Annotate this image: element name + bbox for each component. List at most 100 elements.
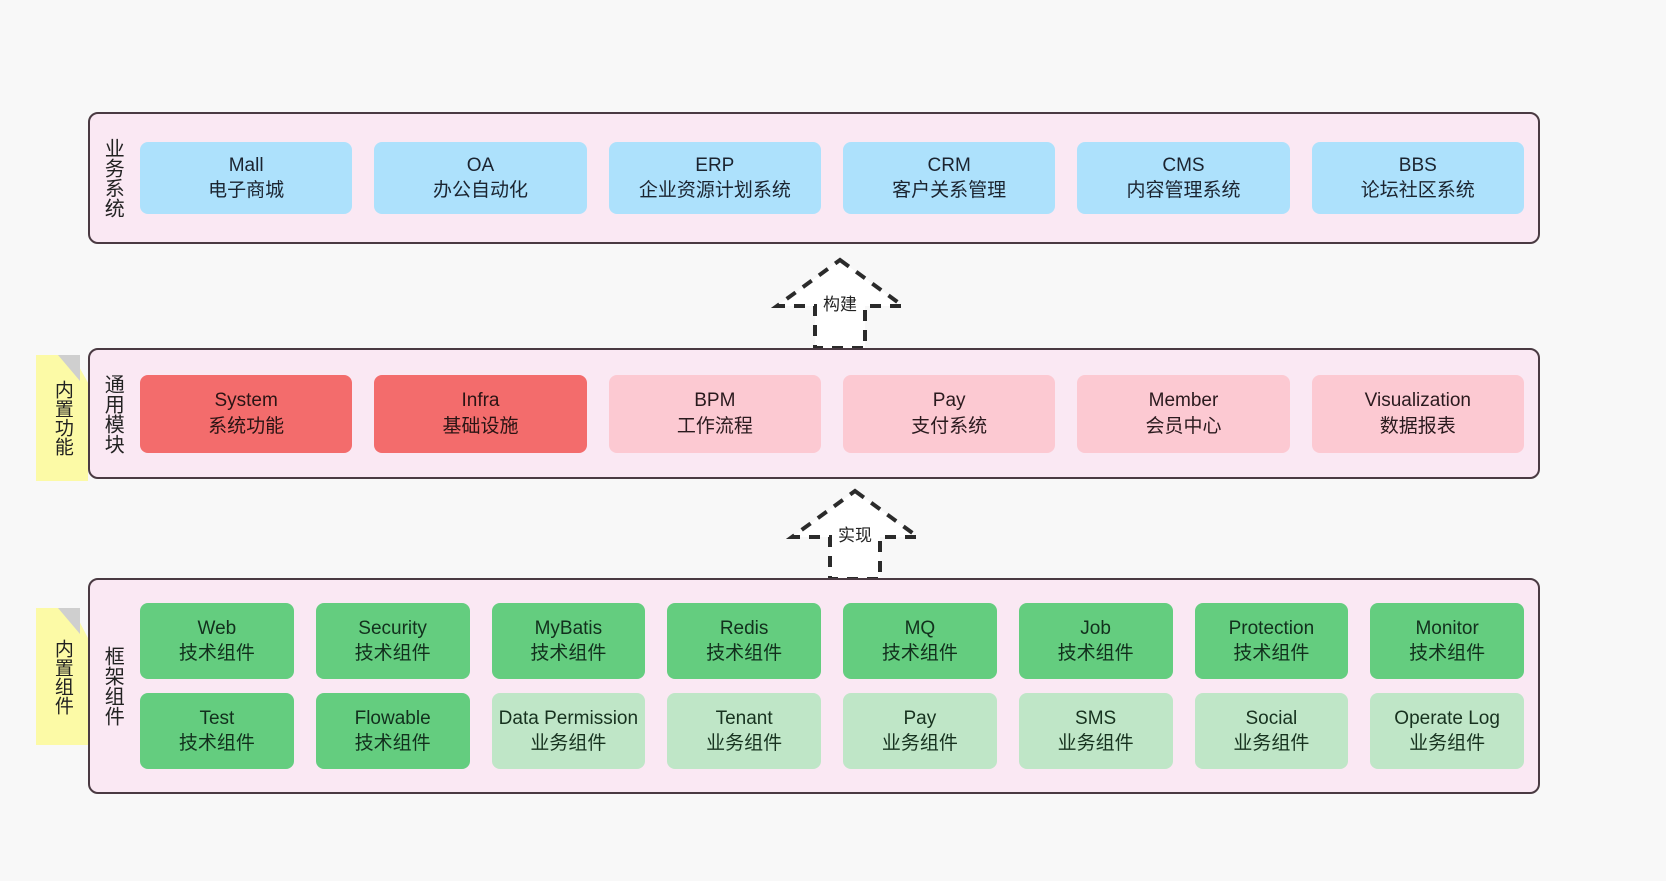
arrow-up-dashed-icon [785, 488, 925, 581]
node-subtitle: 技术组件 [706, 643, 783, 664]
layer-label-framework-components: 框架组件 [101, 646, 124, 726]
node-mq[interactable]: MQ 技术组件 [843, 603, 997, 679]
layer-body-common-modules: System 系统功能 Infra 基础设施 BPM 工作流程 Pay 支付系统… [134, 350, 1538, 477]
node-title: MQ [904, 617, 936, 639]
node-title: Infra [461, 390, 500, 412]
node-subtitle: 论坛社区系统 [1360, 180, 1475, 201]
layer-body-business-system: Mall 电子商城 OA 办公自动化 ERP 企业资源计划系统 CRM 客户关系… [134, 114, 1538, 242]
node-subtitle: 业务组件 [530, 733, 607, 754]
node-mybatis[interactable]: MyBatis 技术组件 [491, 603, 646, 679]
node-subtitle: 技术组件 [1057, 643, 1134, 664]
note-fold-corner-icon [58, 355, 80, 381]
note-text: 内置功能 [51, 380, 73, 456]
node-bbs[interactable]: BBS 论坛社区系统 [1311, 142, 1524, 214]
node-infra[interactable]: Infra 基础设施 [374, 374, 587, 453]
node-crm[interactable]: CRM 客户关系管理 [842, 142, 1056, 214]
node-subtitle: 业务组件 [1233, 733, 1310, 754]
note-text: 内置组件 [51, 638, 73, 715]
node-subtitle: 数据报表 [1379, 415, 1456, 437]
layer-framework-components: 框架组件 Web 技术组件 Security 技术组件 MyBatis 技术组件… [88, 578, 1540, 794]
node-subtitle: 技术组件 [178, 733, 255, 754]
node-subtitle: 工作流程 [676, 415, 753, 437]
node-title: Protection [1228, 617, 1315, 639]
arrow-up-dashed-icon [770, 257, 910, 350]
node-cms[interactable]: CMS 内容管理系统 [1077, 142, 1290, 214]
node-pay[interactable]: Pay 支付系统 [842, 374, 1056, 453]
node-flowable[interactable]: Flowable 技术组件 [315, 693, 470, 769]
node-subtitle: 技术组件 [354, 643, 431, 664]
node-subtitle: 客户关系管理 [892, 180, 1007, 201]
node-title: BBS [1398, 154, 1437, 176]
node-row: System 系统功能 Infra 基础设施 BPM 工作流程 Pay 支付系统… [140, 374, 1524, 453]
node-subtitle: 业务组件 [1409, 733, 1486, 754]
node-title: OA [466, 154, 495, 176]
node-title: Operate Log [1394, 707, 1500, 729]
connector-build: 构建 [755, 254, 925, 354]
node-oa[interactable]: OA 办公自动化 [374, 142, 587, 214]
node-web[interactable]: Web 技术组件 [140, 603, 294, 679]
node-row: Test 技术组件 Flowable 技术组件 Data Permission … [140, 693, 1524, 769]
node-data-permission[interactable]: Data Permission 业务组件 [491, 693, 646, 769]
node-title: ERP [695, 154, 735, 176]
layer-business-system: 业务系统 Mall 电子商城 OA 办公自动化 ERP 企业资源计划系统 CRM… [88, 112, 1540, 244]
node-subtitle: 业务组件 [881, 733, 958, 754]
node-monitor[interactable]: Monitor 技术组件 [1370, 603, 1524, 679]
layer-label-business-system: 业务系统 [101, 138, 124, 218]
node-security[interactable]: Security 技术组件 [315, 603, 470, 679]
node-title: Monitor [1415, 617, 1479, 639]
node-title: MyBatis [534, 617, 603, 639]
node-title: CRM [927, 154, 971, 176]
node-pay-business[interactable]: Pay 业务组件 [843, 693, 997, 769]
node-sms[interactable]: SMS 业务组件 [1018, 693, 1173, 769]
node-subtitle: 系统功能 [208, 415, 285, 437]
node-subtitle: 业务组件 [1057, 733, 1134, 754]
node-title: Pay [932, 390, 966, 412]
node-bpm[interactable]: BPM 工作流程 [608, 374, 821, 453]
node-member[interactable]: Member 会员中心 [1077, 374, 1290, 453]
node-title: Job [1080, 617, 1111, 639]
node-title: Data Permission [498, 707, 639, 729]
node-title: Test [199, 707, 235, 729]
connector-implement: 实现 [770, 485, 940, 585]
node-job[interactable]: Job 技术组件 [1018, 603, 1173, 679]
node-subtitle: 技术组件 [1409, 643, 1486, 664]
node-subtitle: 技术组件 [1233, 643, 1310, 664]
node-erp[interactable]: ERP 企业资源计划系统 [608, 142, 821, 214]
node-operate-log[interactable]: Operate Log 业务组件 [1370, 693, 1524, 769]
node-title: CMS [1162, 154, 1205, 176]
node-subtitle: 业务组件 [706, 733, 783, 754]
node-title: Pay [903, 707, 937, 729]
node-subtitle: 技术组件 [178, 643, 255, 664]
node-system[interactable]: System 系统功能 [140, 374, 353, 453]
node-subtitle: 基础设施 [442, 415, 519, 437]
node-title: SMS [1075, 707, 1117, 729]
note-fold-corner-icon [58, 608, 80, 634]
node-row: Web 技术组件 Security 技术组件 MyBatis 技术组件 Redi… [140, 603, 1524, 679]
node-title: Social [1245, 707, 1298, 729]
node-protection[interactable]: Protection 技术组件 [1194, 603, 1349, 679]
node-subtitle: 支付系统 [911, 415, 988, 437]
layer-label-common-modules: 通用模块 [101, 373, 124, 454]
node-subtitle: 技术组件 [881, 643, 958, 664]
node-subtitle: 电子商城 [208, 180, 285, 201]
node-redis[interactable]: Redis 技术组件 [667, 603, 821, 679]
node-title: BPM [694, 390, 736, 412]
node-row: Mall 电子商城 OA 办公自动化 ERP 企业资源计划系统 CRM 客户关系… [140, 142, 1524, 214]
node-test[interactable]: Test 技术组件 [140, 693, 294, 769]
node-social[interactable]: Social 业务组件 [1194, 693, 1349, 769]
node-visualization[interactable]: Visualization 数据报表 [1311, 374, 1524, 453]
layer-common-modules: 通用模块 System 系统功能 Infra 基础设施 BPM 工作流程 Pay… [88, 348, 1540, 479]
node-subtitle: 技术组件 [354, 733, 431, 754]
layer-body-framework-components: Web 技术组件 Security 技术组件 MyBatis 技术组件 Redi… [134, 580, 1538, 792]
node-mall[interactable]: Mall 电子商城 [140, 142, 353, 214]
node-subtitle: 会员中心 [1145, 415, 1222, 437]
node-title: Redis [719, 617, 769, 639]
node-title: Web [197, 617, 237, 639]
node-subtitle: 企业资源计划系统 [638, 180, 791, 201]
node-title: Member [1148, 390, 1219, 412]
node-subtitle: 技术组件 [530, 643, 607, 664]
node-title: Security [358, 617, 427, 639]
node-tenant[interactable]: Tenant 业务组件 [667, 693, 821, 769]
node-title: Tenant [715, 707, 773, 729]
